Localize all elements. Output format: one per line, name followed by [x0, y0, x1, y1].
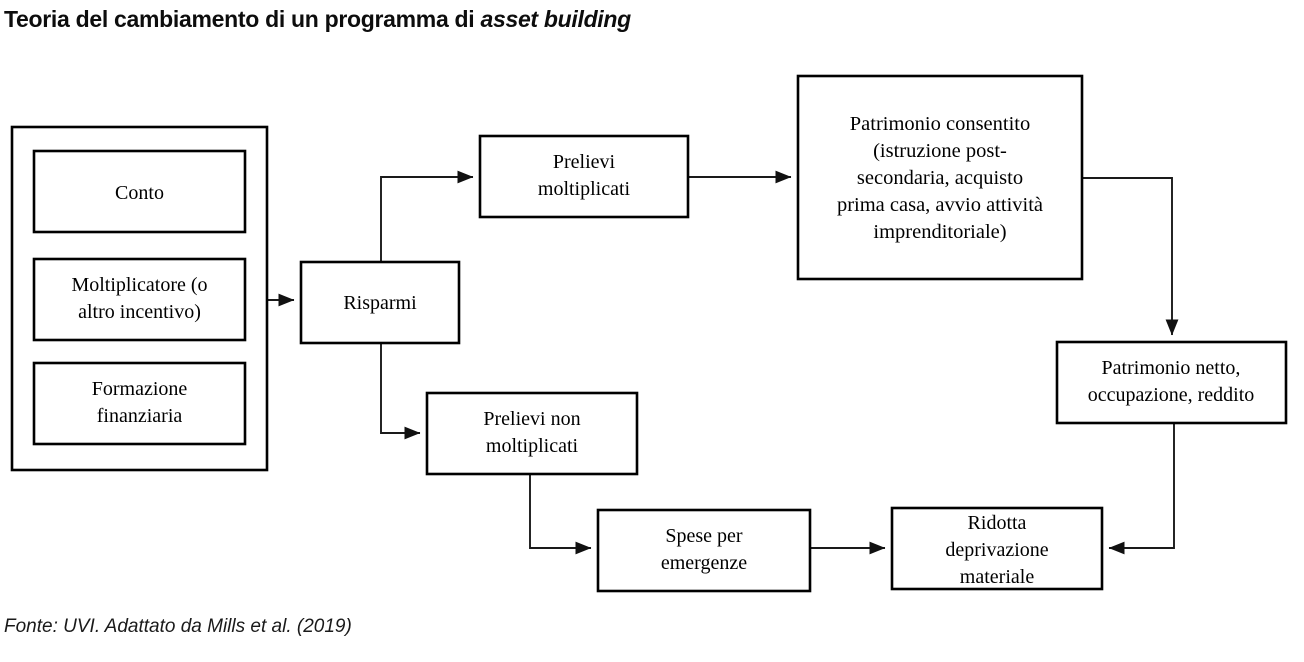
node-moltiplicatore-label-line1: Moltiplicatore (o: [71, 274, 207, 296]
edge-patrimonio-netto-to-ridotta-deprivazione: [1108, 423, 1175, 555]
node-patrimonio-consentito-label-line2: (istruzione post-: [873, 140, 1007, 162]
node-ridotta-deprivazione-label-line2: deprivazione: [945, 539, 1048, 561]
node-ridotta-deprivazione-label-line1: Ridotta: [968, 512, 1027, 534]
edge-prelievi-non-moltiplicati-to-spese-emergenze: [529, 474, 592, 555]
node-patrimonio-consentito-label-line1: Patrimonio consentito: [850, 113, 1031, 135]
inputs-group: Conto Moltiplicatore (o altro incentivo)…: [10, 125, 269, 472]
node-prelievi-non-moltiplicati-box[interactable]: [425, 391, 639, 476]
node-patrimonio-netto-box[interactable]: [1055, 340, 1288, 425]
node-ridotta-deprivazione-label-line3: materiale: [960, 566, 1035, 588]
node-spese-emergenze-box[interactable]: [596, 508, 812, 593]
node-formazione-finanziaria-label-line1: Formazione: [92, 378, 188, 400]
node-prelievi-moltiplicati-label-line1: Prelievi: [553, 151, 616, 173]
page-title: Teoria del cambiamento di un programma d…: [4, 4, 1264, 34]
node-prelievi-moltiplicati[interactable]: Prelievi moltiplicati: [478, 134, 690, 219]
node-prelievi-non-moltiplicati-label-line1: Prelievi non: [483, 408, 580, 430]
node-patrimonio-netto-label-line2: occupazione, reddito: [1088, 384, 1255, 406]
theory-of-change-diagram: Conto Moltiplicatore (o altro incentivo)…: [0, 52, 1304, 612]
node-moltiplicatore-label-line2: altro incentivo): [78, 301, 201, 323]
node-risparmi-box[interactable]: [299, 260, 461, 345]
node-formazione-finanziaria-label-line2: finanziaria: [97, 405, 183, 427]
node-prelievi-moltiplicati-label-line2: moltiplicati: [538, 178, 631, 200]
node-prelievi-non-moltiplicati-label-line2: moltiplicati: [486, 435, 579, 457]
page-title-text: Teoria del cambiamento di un programma d…: [4, 6, 481, 32]
node-moltiplicatore[interactable]: Moltiplicatore (o altro incentivo): [32, 257, 247, 342]
node-ridotta-deprivazione[interactable]: Ridotta deprivazione materiale: [890, 506, 1104, 591]
node-patrimonio-consentito-label-line3: secondaria, acquisto: [857, 167, 1023, 189]
node-risparmi[interactable]: Risparmi: [299, 260, 461, 345]
node-patrimonio-consentito-box[interactable]: [796, 74, 1084, 281]
node-patrimonio-netto[interactable]: Patrimonio netto, occupazione, reddito: [1055, 340, 1288, 425]
node-prelievi-non-moltiplicati[interactable]: Prelievi non moltiplicati: [425, 391, 639, 476]
figure-source: Fonte: UVI. Adattato da Mills et al. (20…: [4, 616, 352, 637]
node-patrimonio-consentito-label-line5: imprenditoriale): [873, 221, 1006, 243]
node-conto-label: Conto: [115, 182, 164, 204]
node-risparmi-label: Risparmi: [343, 292, 417, 314]
edge-risparmi-to-prelievi-moltiplicati: [380, 170, 474, 262]
edge-risparmi-to-prelievi-non-moltiplicati: [380, 343, 421, 440]
node-patrimonio-netto-label-line1: Patrimonio netto,: [1102, 357, 1241, 379]
connector-layer: [267, 170, 1179, 555]
edge-patrimonio-consentito-to-patrimonio-netto: [1082, 177, 1179, 336]
node-conto-box[interactable]: [32, 149, 247, 234]
node-ridotta-deprivazione-box[interactable]: [890, 506, 1104, 591]
node-conto[interactable]: Conto: [32, 149, 247, 234]
node-moltiplicatore-box[interactable]: [32, 257, 247, 342]
node-patrimonio-consentito-label-line4: prima casa, avvio attività: [837, 194, 1043, 216]
node-spese-emergenze-label-line1: Spese per: [665, 525, 743, 547]
page-title-emphasis: asset building: [480, 6, 631, 32]
node-formazione-finanziaria-box[interactable]: [32, 361, 247, 446]
node-spese-emergenze-label-line2: emergenze: [661, 552, 747, 574]
node-spese-emergenze[interactable]: Spese per emergenze: [596, 508, 812, 593]
node-formazione-finanziaria[interactable]: Formazione finanziaria: [32, 361, 247, 446]
node-prelievi-moltiplicati-box[interactable]: [478, 134, 690, 219]
node-patrimonio-consentito[interactable]: Patrimonio consentito (istruzione post- …: [796, 74, 1084, 281]
